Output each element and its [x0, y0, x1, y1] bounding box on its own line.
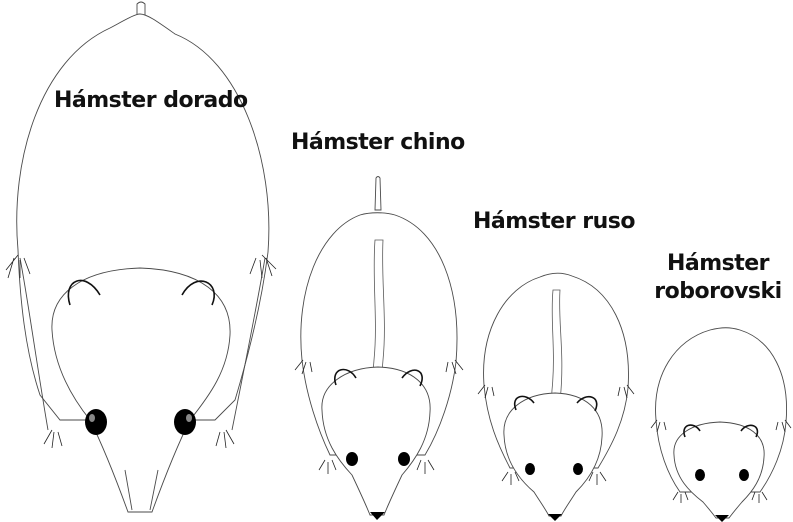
roborovski-hamster-front-left-paw — [672, 491, 689, 503]
russian-hamster-front-left-paw — [501, 471, 520, 485]
chinese-hamster-back-right-paw — [445, 359, 464, 375]
roborovski-hamster-right-eye — [739, 469, 749, 481]
golden-hamster-snout — [124, 469, 159, 511]
russian-hamster-head — [503, 392, 603, 517]
russian-hamster-nose — [548, 514, 562, 521]
golden-hamster — [5, 1, 277, 513]
golden-hamster-front-left-paw — [43, 429, 63, 449]
roborovski-hamster-head — [673, 421, 765, 519]
russian-hamster-back-left-paw — [477, 384, 495, 399]
chinese-hamster-nose — [370, 512, 385, 520]
roborovski-hamster — [650, 327, 792, 522]
golden-hamster-tail — [136, 1, 146, 17]
chinese-hamster-right-eye — [398, 452, 410, 466]
russian-hamster-front-right-paw — [588, 471, 607, 485]
golden-hamster-right-ear — [181, 280, 215, 306]
golden-hamster-right-eye — [174, 409, 196, 435]
chinese-hamster-left-ear — [334, 368, 357, 386]
chinese-hamster-front-right-paw — [416, 459, 435, 474]
golden-hamster-head — [51, 267, 231, 513]
golden-hamster-label: Hámster dorado — [54, 88, 248, 113]
golden-hamster-back-right-paw — [249, 254, 277, 279]
chinese-hamster-tail — [374, 176, 382, 211]
roborovski-hamster-back-right-paw — [775, 419, 792, 433]
chinese-hamster-left-eye — [346, 452, 358, 466]
golden-hamster-front-right-paw — [215, 429, 235, 449]
chinese-hamster-head — [321, 366, 431, 516]
golden-hamster-right-arm — [231, 257, 266, 431]
chinese-hamster-front-left-paw — [318, 459, 337, 474]
chinese-hamster-back-left-paw — [294, 359, 313, 375]
roborovski-hamster-left-ear — [683, 424, 701, 438]
golden-hamster-left-eye — [85, 409, 107, 435]
roborovski-hamster-label: Hámster roborovski — [654, 251, 782, 304]
golden-hamster-back-left-paw — [5, 254, 31, 279]
roborovski-hamster-right-ear — [740, 424, 759, 438]
russian-hamster-right-eye — [573, 463, 583, 475]
golden-hamster-left-ear — [67, 279, 101, 306]
russian-hamster-right-ear — [576, 395, 598, 412]
chinese-hamster — [294, 176, 464, 520]
russian-hamster-back-right-paw — [617, 384, 635, 399]
russian-hamster-left-ear — [513, 395, 535, 411]
roborovski-hamster-nose — [715, 515, 729, 522]
golden-hamster-left-arm — [19, 257, 49, 431]
chinese-hamster-right-ear — [401, 369, 423, 387]
roborovski-hamster-left-eye — [695, 469, 705, 481]
chinese-hamster-label: Hámster chino — [291, 130, 465, 155]
russian-hamster-label: Hámster ruso — [473, 209, 635, 234]
russian-hamster-left-eye — [525, 463, 535, 475]
roborovski-hamster-front-right-paw — [751, 491, 768, 503]
russian-hamster — [477, 272, 635, 521]
roborovski-hamster-back-left-paw — [650, 419, 667, 433]
